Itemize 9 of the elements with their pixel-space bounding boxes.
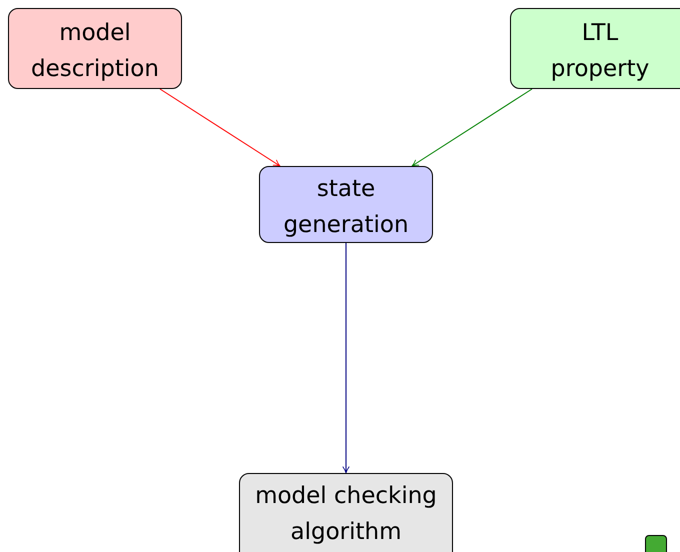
process-box [510,8,680,89]
box-shape [645,535,667,552]
node-label: model checking algorithm [254,482,438,547]
process-box [8,8,182,89]
node-label: LTL property [550,19,650,84]
node-label: state generation [282,175,410,240]
process-box [239,473,453,552]
process-box [259,166,433,243]
node-label: model description [30,19,160,84]
